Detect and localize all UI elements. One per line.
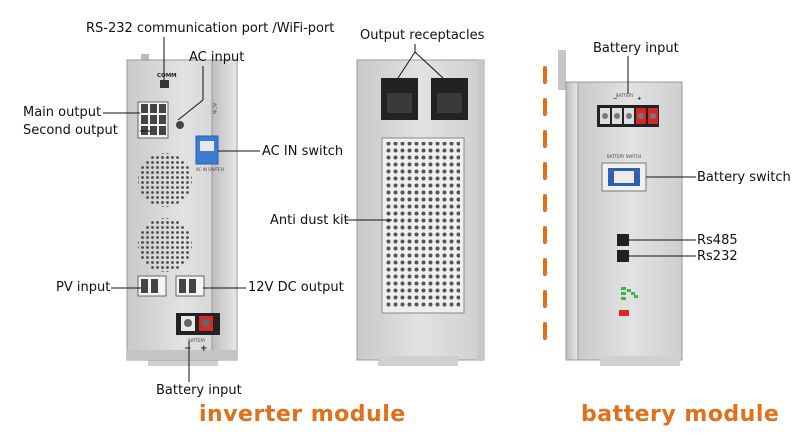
comm-panel-text: COMM: [157, 73, 177, 79]
front-foot: [378, 356, 458, 366]
inverter-foot-top: [141, 54, 149, 64]
dc-output-terminal: [175, 275, 205, 297]
label-output-receptacles: Output receptacles: [360, 28, 485, 43]
receptacle-right-text: AC OUT: [435, 82, 459, 88]
battery-switch-body: [601, 162, 647, 192]
label-battery-switch: Battery switch: [697, 170, 791, 185]
battery-terminal-text: BATTERY: [616, 93, 634, 98]
anti-dust-mesh: [386, 142, 460, 309]
battery-side-flange: [565, 81, 579, 361]
battery-minus-text: −: [184, 344, 192, 354]
battery-plus-text: +: [200, 344, 208, 354]
label-second-output: Second output: [23, 123, 118, 138]
battery-module: [543, 50, 683, 366]
label-anti-dust-kit: Anti dust kit: [270, 213, 349, 228]
battery-indicators: [619, 287, 638, 316]
rs232-port-battery: [617, 250, 629, 262]
label-ac-input: AC input: [189, 50, 245, 65]
label-dc-output: 12V DC output: [248, 280, 344, 295]
label-rs232: Rs232: [697, 249, 738, 264]
terminal-plus-text: +: [637, 96, 642, 102]
label-rs232-wifi: RS-232 communication port /WiFi-port: [86, 21, 335, 36]
label-main-output: Main output: [23, 105, 102, 120]
ac-input-terminal: [176, 121, 184, 129]
inverter-module: [126, 54, 238, 366]
front-side-flange: [477, 60, 484, 360]
label-battery-input-inverter: Battery input: [156, 383, 242, 398]
battery-foot: [600, 356, 680, 366]
label-battery-input-battery: Battery input: [593, 41, 679, 56]
battery-leader-lines: [627, 56, 696, 257]
front-leader-lines: [345, 44, 444, 221]
inverter-base: [127, 350, 237, 360]
title-battery-module: battery module: [581, 402, 780, 427]
rs232-port: [160, 80, 169, 88]
output-terminals: [137, 101, 169, 139]
inverter-side-flange: [211, 59, 238, 361]
ac-in-panel-text: AC IN: [212, 103, 217, 114]
battery-switch-panel-text: BATTERY SWITCH: [607, 154, 642, 159]
title-inverter-module: inverter module: [199, 402, 406, 427]
label-rs485: Rs485: [697, 233, 738, 248]
label-pv-input: PV input: [56, 280, 111, 295]
ac-in-switch-lever: [200, 141, 214, 151]
battery-input-terminal: [597, 105, 659, 127]
ac-in-switch-panel-text: AC IN SWITCH: [196, 167, 224, 172]
rs485-port: [617, 234, 629, 246]
inverter-foot-bottom: [148, 356, 218, 366]
battery-panel-text: BATTERY: [188, 338, 206, 343]
battery-handle: [558, 50, 566, 90]
front-module: [356, 59, 485, 366]
pv-input-terminal: [137, 275, 167, 297]
label-ac-in-switch: AC IN switch: [262, 144, 344, 159]
receptacle-left-text: AC OUT: [385, 82, 409, 88]
terminal-minus-text: −: [613, 96, 618, 102]
inverter-fan-vent-top: [138, 153, 192, 207]
inverter-leader-lines: [103, 37, 260, 382]
inverter-battery-terminal: [176, 313, 220, 335]
inverter-fan-vent-bottom: [138, 218, 192, 272]
